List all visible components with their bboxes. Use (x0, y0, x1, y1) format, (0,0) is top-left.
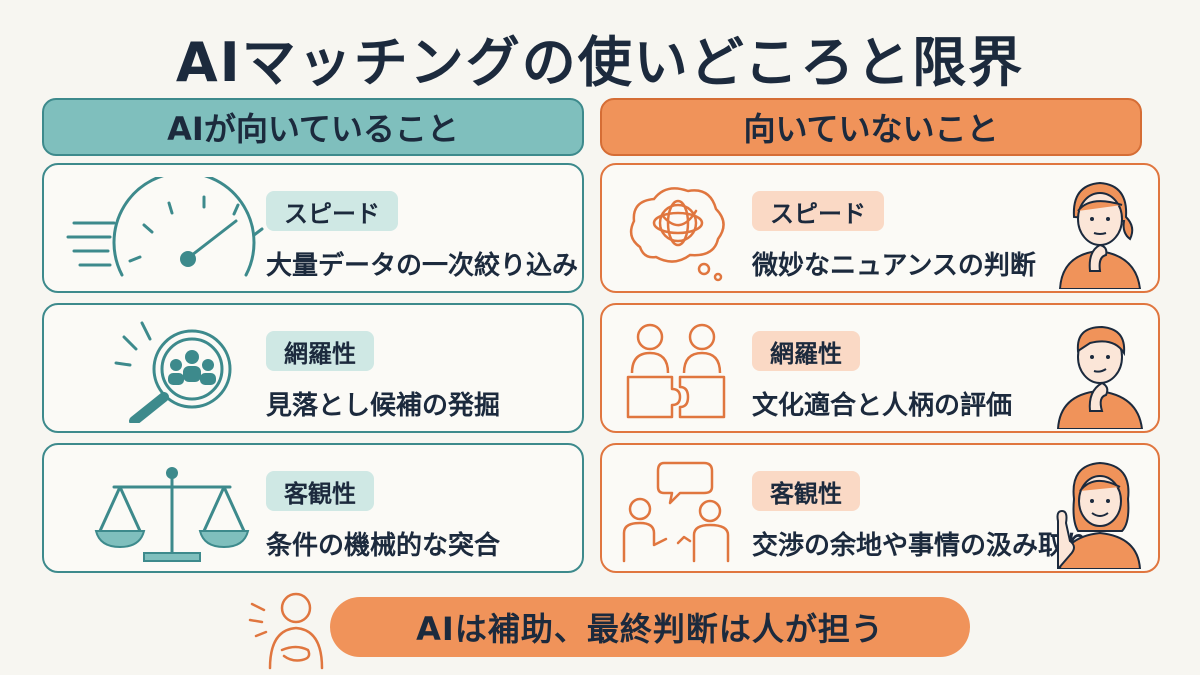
description: 文化適合と人柄の評価 (752, 391, 1013, 421)
description: 大量データの一次絞り込み (266, 251, 579, 281)
thinking-man-icon (1056, 325, 1144, 429)
magnifier-people-icon (114, 321, 232, 423)
card-suitable-coverage: 網羅性 見落とし候補の発掘 (42, 303, 584, 433)
badge-objectivity: 客観性 (266, 471, 374, 511)
card-suitable-speed: スピード 大量データの一次絞り込み (42, 163, 584, 293)
pointing-woman-icon (1056, 461, 1142, 569)
badge-coverage: 網羅性 (752, 331, 860, 371)
speedometer-icon (66, 177, 264, 277)
balance-scale-icon (94, 467, 250, 562)
badge-objectivity: 客観性 (752, 471, 860, 511)
column-header-suitable: AIが向いていること (42, 98, 584, 156)
puzzle-people-icon (626, 323, 726, 419)
description: 見落とし候補の発掘 (266, 391, 501, 421)
card-suitable-objectivity: 客観性 条件の機械的な突合 (42, 443, 584, 573)
badge-coverage: 網羅性 (266, 331, 374, 371)
tangled-thought-icon (629, 187, 725, 282)
description: 微妙なニュアンスの判断 (752, 251, 1036, 281)
conclusion-banner: AIは補助、最終判断は人が担う (330, 597, 970, 657)
conversation-icon (622, 461, 730, 563)
badge-speed: スピード (266, 191, 398, 231)
card-unsuitable-negotiation: 客観性 交渉の余地や事情の汲み取り (600, 443, 1160, 573)
description: 交渉の余地や事情の汲み取り (752, 531, 1091, 561)
column-header-unsuitable: 向いていないこと (600, 98, 1142, 156)
person-hand-on-chest-icon (248, 592, 324, 670)
thinking-woman-icon (1058, 181, 1142, 289)
badge-speed: スピード (752, 191, 884, 231)
card-unsuitable-nuance: スピード 微妙なニュアンスの判断 (600, 163, 1160, 293)
card-unsuitable-culture: 網羅性 文化適合と人柄の評価 (600, 303, 1160, 433)
description: 条件の機械的な突合 (266, 531, 501, 561)
page-title: AIマッチングの使いどころと限界 (175, 31, 1025, 94)
